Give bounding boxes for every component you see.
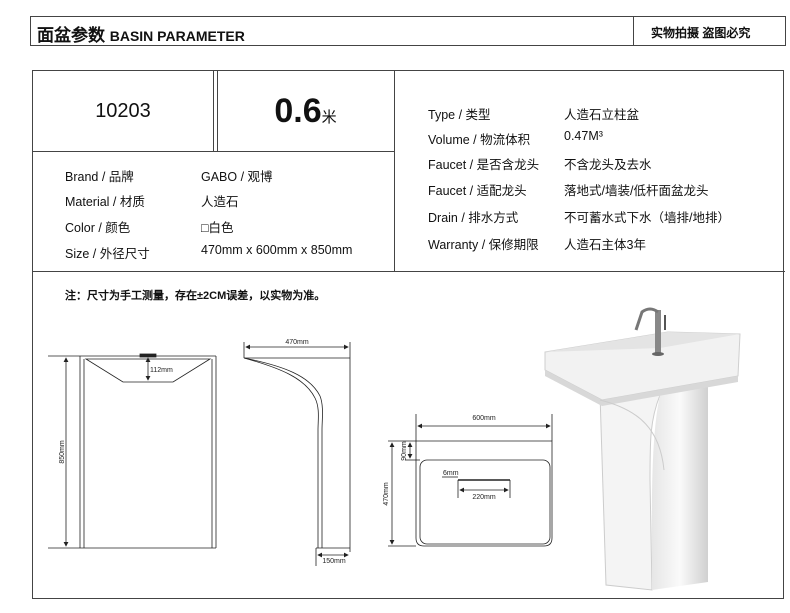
divider bbox=[394, 71, 395, 271]
divider bbox=[33, 271, 785, 272]
basin-photo bbox=[544, 307, 741, 591]
title-cn: 面盆参数 bbox=[37, 26, 105, 45]
dim-rim: 90mm bbox=[401, 441, 408, 461]
divider bbox=[33, 151, 394, 152]
spec-value: 不含龙头及去水 bbox=[564, 158, 652, 172]
divider bbox=[217, 71, 218, 151]
dim-width: 600mm bbox=[472, 415, 496, 422]
dim-depth-top: 470mm bbox=[285, 339, 309, 346]
header-divider bbox=[633, 17, 634, 45]
spec-value: 不可蓄水式下水（墙排/地排） bbox=[564, 211, 730, 225]
dim-drain-length: 220mm bbox=[472, 494, 496, 501]
front-view bbox=[48, 353, 217, 549]
spec-label: Brand / 品牌 bbox=[65, 170, 134, 184]
spec-label: Material / 材质 bbox=[65, 195, 145, 209]
dim-drain-offset: 6mm bbox=[443, 470, 459, 477]
top-view bbox=[388, 414, 553, 547]
product-code: 10203 bbox=[95, 99, 151, 122]
spec-label: Warranty / 保修期限 bbox=[428, 238, 539, 252]
dim-base-width: 150mm bbox=[322, 558, 346, 565]
dim-basin-depth: 112mm bbox=[150, 367, 173, 374]
dim-depth: 470mm bbox=[383, 482, 390, 506]
spec-value: GABO / 观博 bbox=[201, 170, 273, 184]
length-unit: 米 bbox=[321, 108, 337, 126]
copyright-notice: 实物拍摄 盗图必究 bbox=[651, 26, 751, 40]
side-view bbox=[243, 342, 351, 566]
header-bar: 面盆参数 BASIN PARAMETER 实物拍摄 盗图必究 bbox=[30, 16, 786, 46]
spec-label: Faucet / 是否含龙头 bbox=[428, 158, 540, 172]
spec-label: Size / 外径尺寸 bbox=[65, 247, 150, 261]
spec-label: Drain / 排水方式 bbox=[428, 211, 519, 225]
spec-value: 人造石主体3年 bbox=[564, 238, 646, 252]
spec-value: 人造石 bbox=[201, 195, 239, 209]
page-title: 面盆参数 BASIN PARAMETER bbox=[37, 21, 245, 46]
spec-value: 落地式/墙装/低杆面盆龙头 bbox=[564, 184, 709, 198]
measurement-note: 注：尺寸为手工测量，存在±2CM误差，以实物为准。 bbox=[65, 290, 326, 302]
spec-value: 0.47M³ bbox=[564, 129, 603, 143]
dim-height: 850mm bbox=[59, 440, 66, 464]
spec-value: 470mm x 600mm x 850mm bbox=[201, 243, 353, 257]
spec-value: 人造石立柱盆 bbox=[564, 108, 640, 122]
spec-value: □白色 bbox=[201, 221, 234, 235]
spec-label: Type / 类型 bbox=[428, 108, 491, 122]
divider bbox=[213, 71, 214, 151]
spec-label: Volume / 物流体积 bbox=[428, 133, 531, 147]
spec-label: Color / 颜色 bbox=[65, 221, 131, 235]
title-en: BASIN PARAMETER bbox=[109, 28, 245, 44]
length-value: 0.6 bbox=[274, 91, 322, 130]
spec-label: Faucet / 适配龙头 bbox=[428, 184, 527, 198]
